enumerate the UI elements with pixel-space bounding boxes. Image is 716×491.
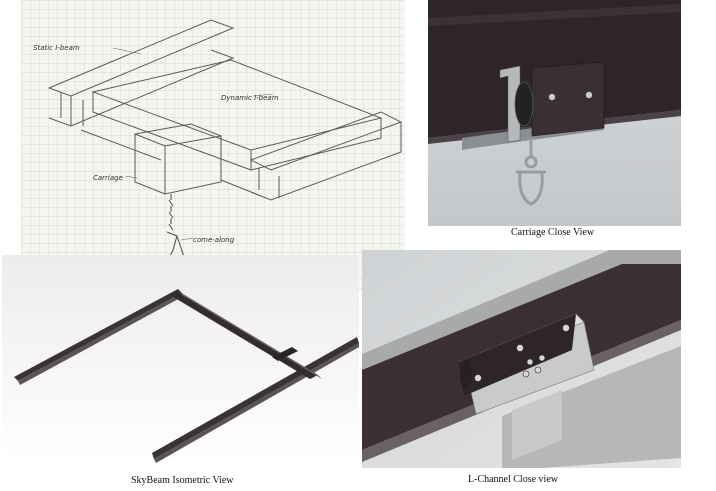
carriage-close-panel — [428, 0, 681, 226]
isometric-caption: SkyBeam Isometric View — [131, 475, 234, 486]
carriage-render — [428, 0, 681, 226]
shackle-icon — [516, 138, 546, 206]
lchannel-render — [362, 250, 681, 468]
isometric-panel — [2, 255, 359, 463]
isometric-render — [2, 255, 359, 463]
sketch-drawing: Static I-beam Dynamic I-beam Carriage co… — [21, 0, 405, 290]
dynamic-ibeam-label: Dynamic I-beam — [221, 94, 279, 102]
lchannel-close-panel — [362, 250, 681, 468]
carriage-close-caption: Carriage Close View — [511, 227, 595, 238]
static-ibeam-label: Static I-beam — [33, 44, 80, 52]
lchannel-close-caption: L-Channel Close view — [468, 474, 558, 485]
carriage-label: Carriage — [93, 174, 123, 182]
come-along-label: come-along — [193, 236, 235, 244]
sketch-panel: Static I-beam Dynamic I-beam Carriage co… — [21, 0, 405, 290]
